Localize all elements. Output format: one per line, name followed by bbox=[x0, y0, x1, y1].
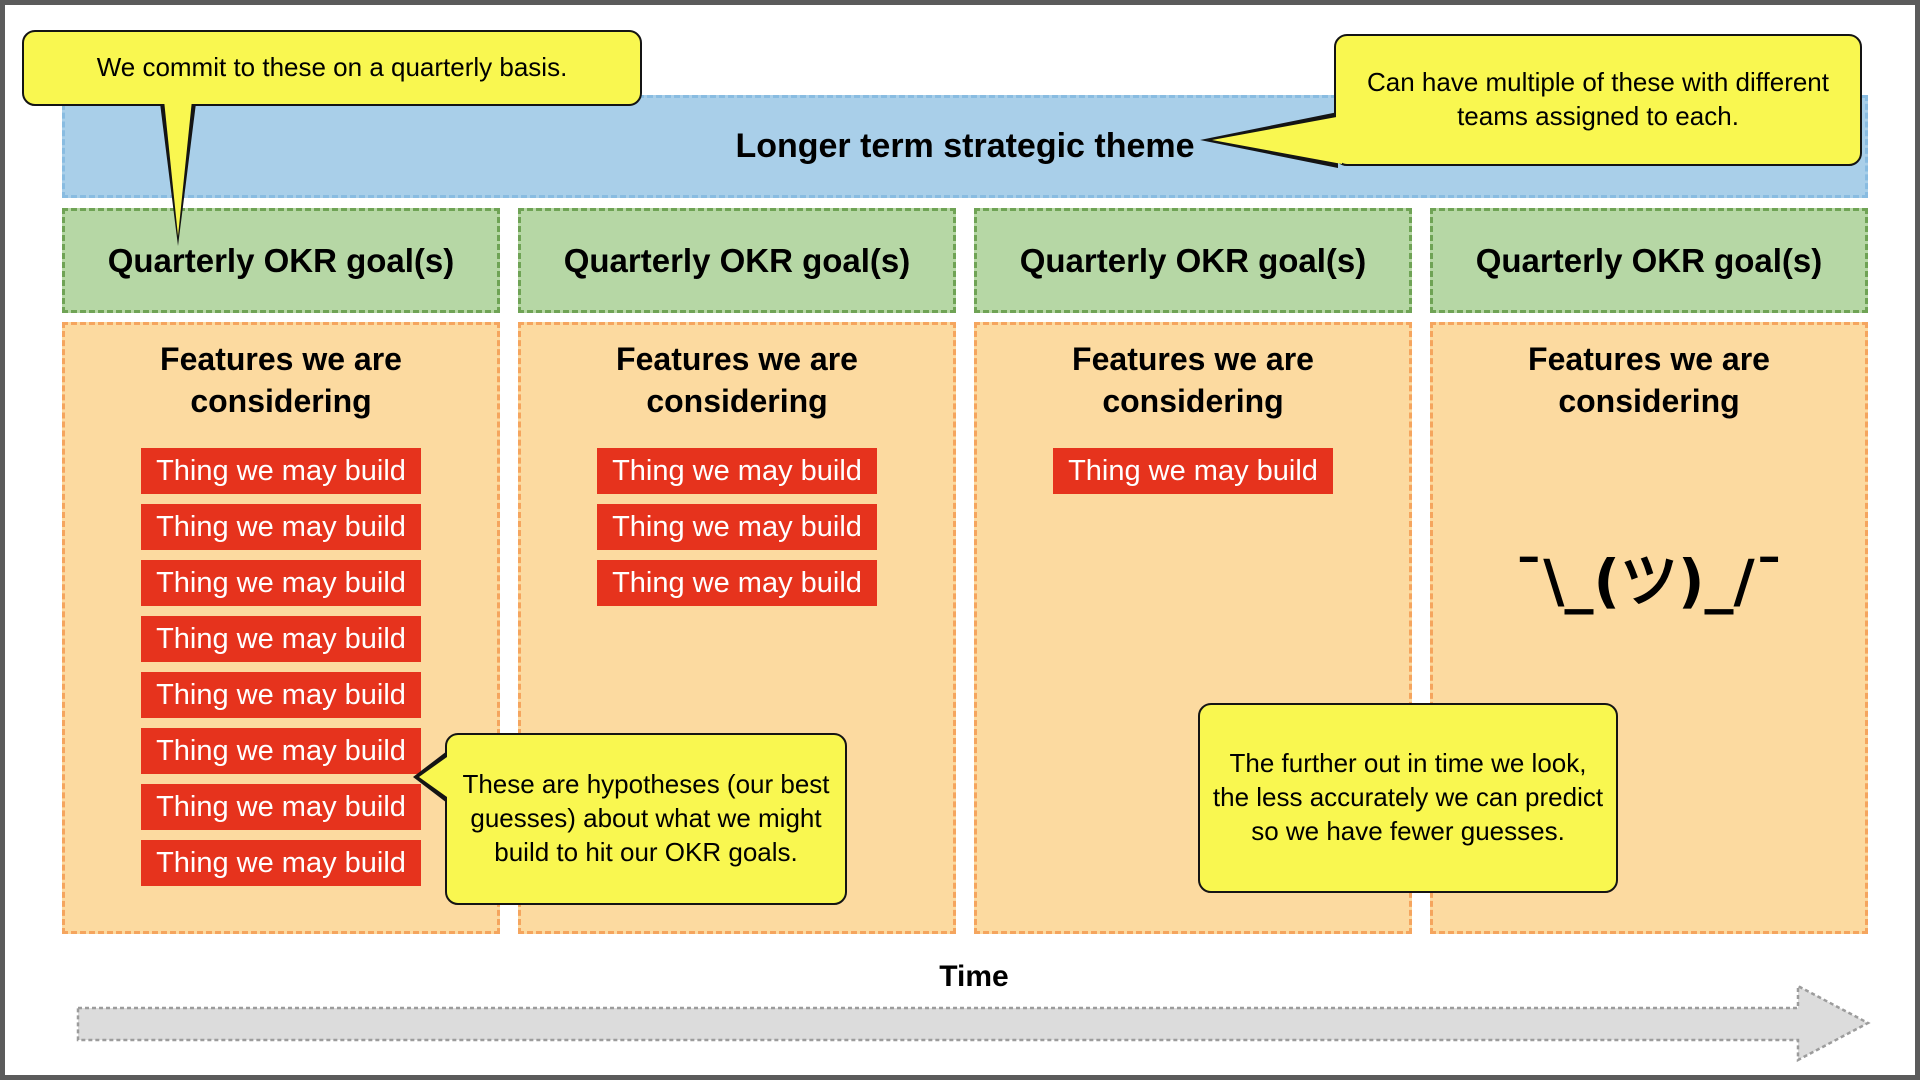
things-list: Thing we may build bbox=[1053, 448, 1333, 495]
thing-item: Thing we may build bbox=[141, 504, 421, 551]
features-header: Features we are considering bbox=[160, 341, 402, 419]
callout-multiple-text: Can have multiple of these with differen… bbox=[1366, 67, 1829, 131]
callout-multiple: Can have multiple of these with differen… bbox=[1334, 34, 1862, 166]
callout-hypotheses: These are hypotheses (our best guesses) … bbox=[445, 733, 847, 905]
callout-further-out-text: The further out in time we look, the les… bbox=[1212, 748, 1604, 846]
features-header: Features we are considering bbox=[616, 341, 858, 419]
thing-item: Thing we may build bbox=[141, 784, 421, 831]
features-column-2: Features we are considering Thing we may… bbox=[518, 322, 956, 934]
things-list: Thing we may build Thing we may build Th… bbox=[597, 448, 877, 607]
callout-further-out: The further out in time we look, the les… bbox=[1198, 703, 1618, 893]
thing-item: Thing we may build bbox=[141, 672, 421, 719]
thing-item: Thing we may build bbox=[597, 560, 877, 607]
things-list: Thing we may build Thing we may build Th… bbox=[141, 448, 421, 887]
quarterly-goal-box-4: Quarterly OKR goal(s) bbox=[1430, 208, 1868, 313]
strategic-theme-label: Longer term strategic theme bbox=[735, 127, 1195, 165]
quarterly-goal-box-3: Quarterly OKR goal(s) bbox=[974, 208, 1412, 313]
thing-item: Thing we may build bbox=[597, 504, 877, 551]
thing-item: Thing we may build bbox=[597, 448, 877, 495]
quarterly-goal-label: Quarterly OKR goal(s) bbox=[563, 241, 911, 279]
callout-commit: We commit to these on a quarterly basis. bbox=[22, 30, 642, 106]
quarterly-goal-box-2: Quarterly OKR goal(s) bbox=[518, 208, 956, 313]
quarterly-goal-label: Quarterly OKR goal(s) bbox=[107, 241, 455, 279]
time-label: Time bbox=[939, 960, 1009, 993]
thing-item: Thing we may build bbox=[1053, 448, 1333, 495]
thing-item: Thing we may build bbox=[141, 728, 421, 775]
callout-commit-tail-fill bbox=[164, 100, 192, 236]
thing-item: Thing we may build bbox=[141, 560, 421, 607]
callout-hypotheses-tail-fill bbox=[419, 752, 454, 802]
features-header: Features we are considering bbox=[1528, 341, 1770, 419]
callout-hypotheses-text: These are hypotheses (our best guesses) … bbox=[462, 769, 830, 867]
thing-item: Thing we may build bbox=[141, 616, 421, 663]
quarterly-goal-box-1: Quarterly OKR goal(s) bbox=[62, 208, 500, 313]
shrug-emoticon: ¯\_(ツ)_/¯ bbox=[1514, 547, 1784, 616]
callout-commit-text: We commit to these on a quarterly basis. bbox=[96, 52, 568, 83]
callout-multiple-tail-fill bbox=[1212, 116, 1342, 164]
features-header: Features we are considering bbox=[1072, 341, 1314, 419]
quarterly-goal-label: Quarterly OKR goal(s) bbox=[1019, 241, 1367, 279]
time-arrow-shape bbox=[76, 983, 1871, 1063]
quarterly-goal-label: Quarterly OKR goal(s) bbox=[1475, 241, 1823, 279]
thing-item: Thing we may build bbox=[141, 448, 421, 495]
thing-item: Thing we may build bbox=[141, 840, 421, 887]
features-column-1: Features we are considering Thing we may… bbox=[62, 322, 500, 934]
